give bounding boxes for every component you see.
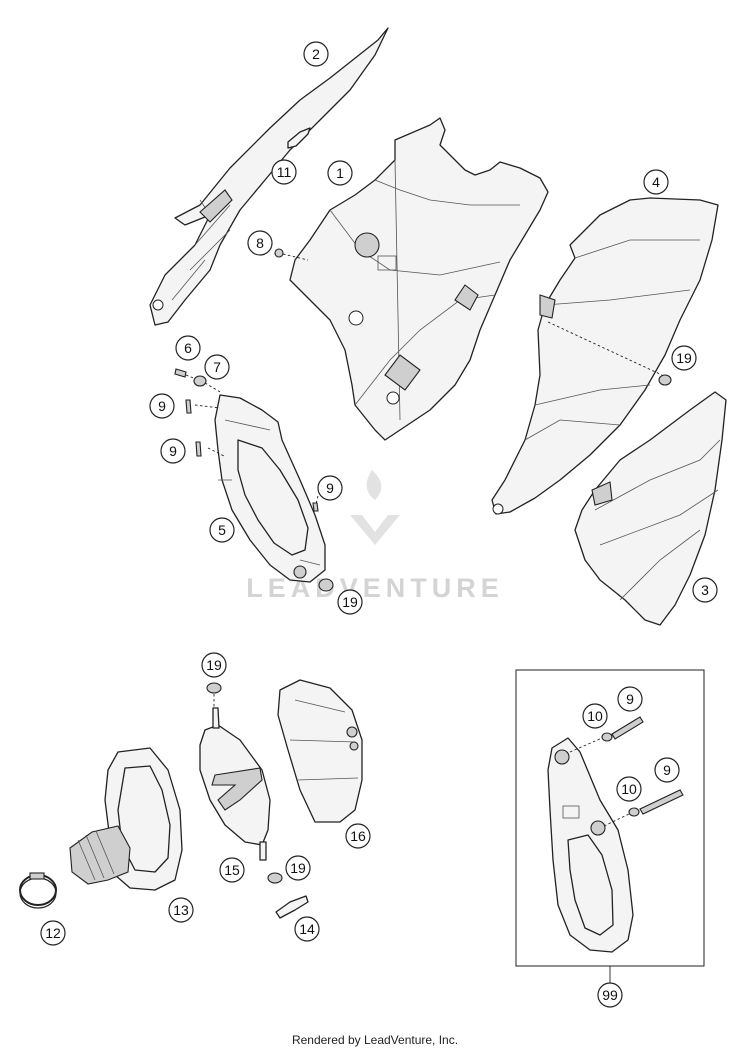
svg-text:9: 9	[169, 443, 177, 459]
part-19-grommet-b[interactable]	[318, 578, 334, 592]
callout-10b[interactable]: 10	[616, 776, 642, 802]
part-8-bolt[interactable]	[274, 248, 309, 261]
part-12-hose-clamp[interactable]	[19, 872, 57, 909]
svg-text:12: 12	[45, 925, 61, 941]
callout-99[interactable]: 99	[597, 982, 623, 1008]
svg-text:5: 5	[218, 522, 226, 538]
svg-text:99: 99	[602, 987, 618, 1003]
svg-text:1: 1	[336, 165, 344, 181]
svg-text:19: 19	[342, 594, 358, 610]
part-14-strap[interactable]	[275, 895, 309, 919]
svg-text:8: 8	[256, 235, 264, 251]
callout-9a[interactable]: 9	[149, 393, 175, 419]
footer-credit: Rendered by LeadVenture, Inc.	[291, 1033, 459, 1047]
callout-2[interactable]: 2	[303, 41, 329, 67]
svg-text:13: 13	[173, 902, 189, 918]
callout-19d[interactable]: 19	[285, 855, 311, 881]
part-15-filter-cage[interactable]	[199, 707, 271, 861]
svg-text:16: 16	[350, 828, 366, 844]
part-9-bolt-a[interactable]	[185, 399, 192, 414]
callout-8[interactable]: 8	[247, 230, 273, 256]
callout-6[interactable]: 6	[175, 335, 201, 361]
part-9-bolt-c[interactable]	[312, 502, 319, 512]
callout-3[interactable]: 3	[692, 577, 718, 603]
callout-19c[interactable]: 19	[201, 652, 227, 678]
svg-text:9: 9	[626, 691, 634, 707]
svg-text:11: 11	[277, 164, 292, 180]
part-3-shroud[interactable]	[574, 391, 727, 626]
callout-16[interactable]: 16	[345, 823, 371, 849]
callout-5[interactable]: 5	[209, 517, 235, 543]
svg-text:9: 9	[158, 398, 166, 414]
callout-9c[interactable]: 9	[317, 475, 343, 501]
part-19-grommet-c[interactable]	[206, 682, 222, 708]
part-16-filter-cover[interactable]	[277, 679, 363, 823]
callout-9b[interactable]: 9	[160, 438, 186, 464]
part-4-side-panel[interactable]	[491, 197, 719, 515]
callout-12[interactable]: 12	[40, 920, 66, 946]
svg-text:19: 19	[206, 657, 222, 673]
watermark-text: LEADVENTURE	[246, 573, 504, 603]
part-19-grommet-d[interactable]	[267, 872, 283, 884]
svg-text:9: 9	[326, 480, 334, 496]
svg-text:19: 19	[676, 350, 692, 366]
callout-11[interactable]: 11	[271, 159, 297, 185]
callout-19b[interactable]: 19	[337, 589, 363, 615]
part-2-decal[interactable]	[149, 27, 389, 326]
svg-text:2: 2	[312, 46, 320, 62]
callout-9d[interactable]: 9	[617, 686, 643, 712]
svg-text:6: 6	[184, 340, 192, 356]
svg-text:14: 14	[299, 921, 315, 937]
callout-15[interactable]: 15	[219, 857, 245, 883]
svg-text:9: 9	[663, 762, 671, 778]
part-11-clip[interactable]	[287, 127, 311, 149]
svg-text:10: 10	[587, 708, 603, 724]
svg-text:7: 7	[213, 359, 221, 375]
part-1-airbox-cover[interactable]	[289, 117, 549, 441]
svg-text:15: 15	[224, 862, 240, 878]
callout-1[interactable]: 1	[327, 160, 353, 186]
part-5-filter-frame[interactable]	[194, 394, 326, 583]
callout-14[interactable]: 14	[294, 916, 320, 942]
callout-4[interactable]: 4	[643, 169, 669, 195]
callout-7[interactable]: 7	[204, 354, 230, 380]
callout-13[interactable]: 13	[168, 897, 194, 923]
part-9-bolt-b[interactable]	[195, 441, 202, 457]
part-6-bolt[interactable]	[174, 368, 197, 380]
callout-10a[interactable]: 10	[582, 703, 608, 729]
callout-19a[interactable]: 19	[671, 345, 697, 371]
svg-text:3: 3	[701, 582, 709, 598]
kit-99-box[interactable]	[515, 669, 705, 983]
part-13-intake-boot[interactable]	[69, 747, 183, 891]
svg-text:4: 4	[652, 174, 660, 190]
part-19-grommet-a[interactable]	[658, 374, 672, 386]
svg-text:19: 19	[290, 860, 306, 876]
svg-text:10: 10	[621, 781, 637, 797]
callout-9e[interactable]: 9	[654, 757, 680, 783]
part-7-washer[interactable]	[193, 375, 223, 394]
